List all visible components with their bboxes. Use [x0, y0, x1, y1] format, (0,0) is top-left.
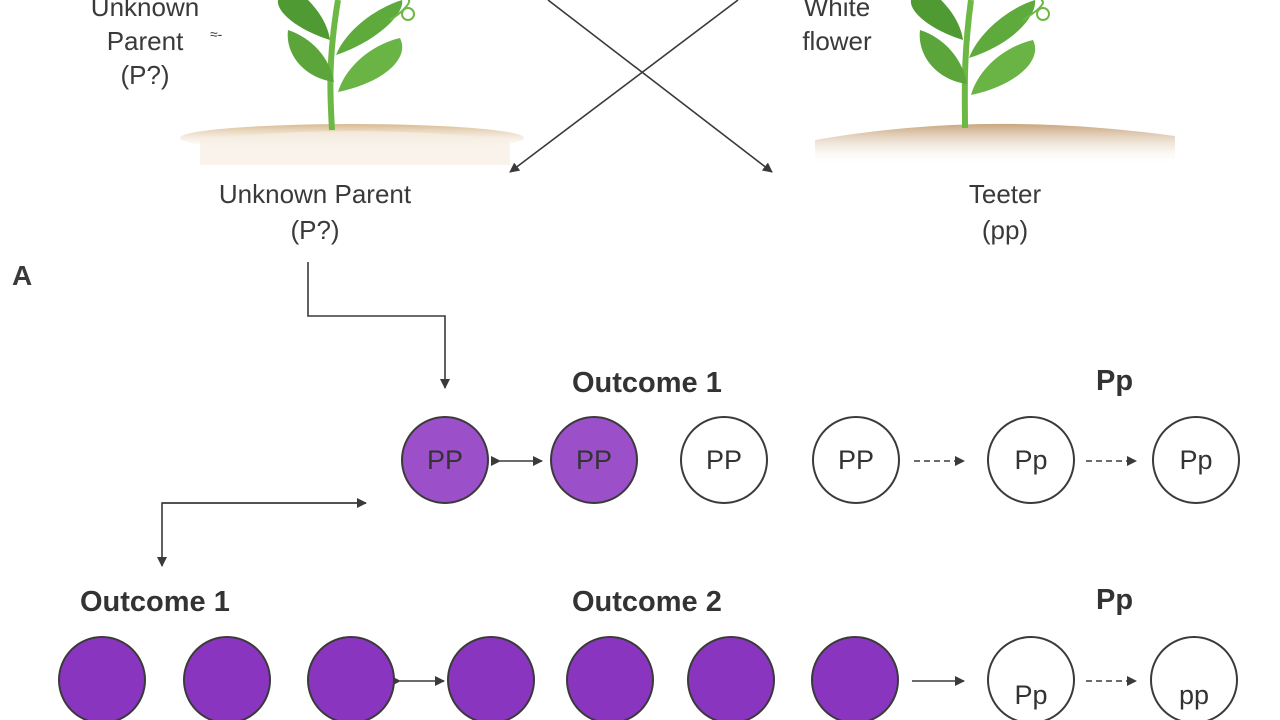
offspring-circle: PP [550, 416, 638, 504]
offspring-circle: PP [680, 416, 768, 504]
offspring-circle: PP [401, 416, 489, 504]
parent-right-label: Teeter (pp) [930, 176, 1080, 248]
parent-left-line1: Unknown Parent [218, 179, 412, 209]
offspring-circle: PP [812, 416, 900, 504]
cross-line-right [547, 0, 773, 173]
row-connector [157, 502, 366, 567]
row2-heading-mid: Outcome 2 [572, 586, 722, 618]
top-left-line1: Unknown [90, 0, 200, 22]
parent-left-line2: (P?) [290, 215, 340, 245]
pea-plant-icon [180, 0, 524, 165]
row2-heading-left: Outcome 1 [80, 586, 230, 618]
top-left-line3: (P?) [120, 60, 170, 90]
parent-right-line2: (pp) [981, 215, 1029, 245]
parent-connector [307, 262, 450, 389]
row1-heading: Outcome 1 [572, 367, 722, 399]
cross-line-left [509, 0, 739, 173]
row1-right-heading: Pp [1096, 365, 1134, 397]
offspring-circle [58, 636, 146, 720]
offspring-circle: Pp [987, 416, 1075, 504]
top-right-label: White flower [782, 0, 892, 58]
offspring-circle: Pp [987, 636, 1075, 720]
offspring-circle [183, 636, 271, 720]
top-right-line1: White [803, 0, 871, 22]
parent-left-label: Unknown Parent (P?) [180, 176, 450, 248]
pea-plant-icon [815, 0, 1175, 165]
offspring-circle [447, 636, 535, 720]
top-left-line2: Parent [106, 26, 184, 56]
offspring-circle [687, 636, 775, 720]
top-left-mark: ≈- [210, 26, 223, 42]
side-mark: A [12, 260, 33, 291]
row2-right-heading: Pp [1096, 584, 1134, 616]
offspring-circle [811, 636, 899, 720]
offspring-circle: Pp [1152, 416, 1240, 504]
top-right-line2: flower [802, 26, 872, 56]
offspring-circle: pp [1150, 636, 1238, 720]
top-left-label: Unknown Parent (P?) [80, 0, 210, 92]
parent-right-line1: Teeter [968, 179, 1042, 209]
offspring-circle [307, 636, 395, 720]
offspring-circle [566, 636, 654, 720]
